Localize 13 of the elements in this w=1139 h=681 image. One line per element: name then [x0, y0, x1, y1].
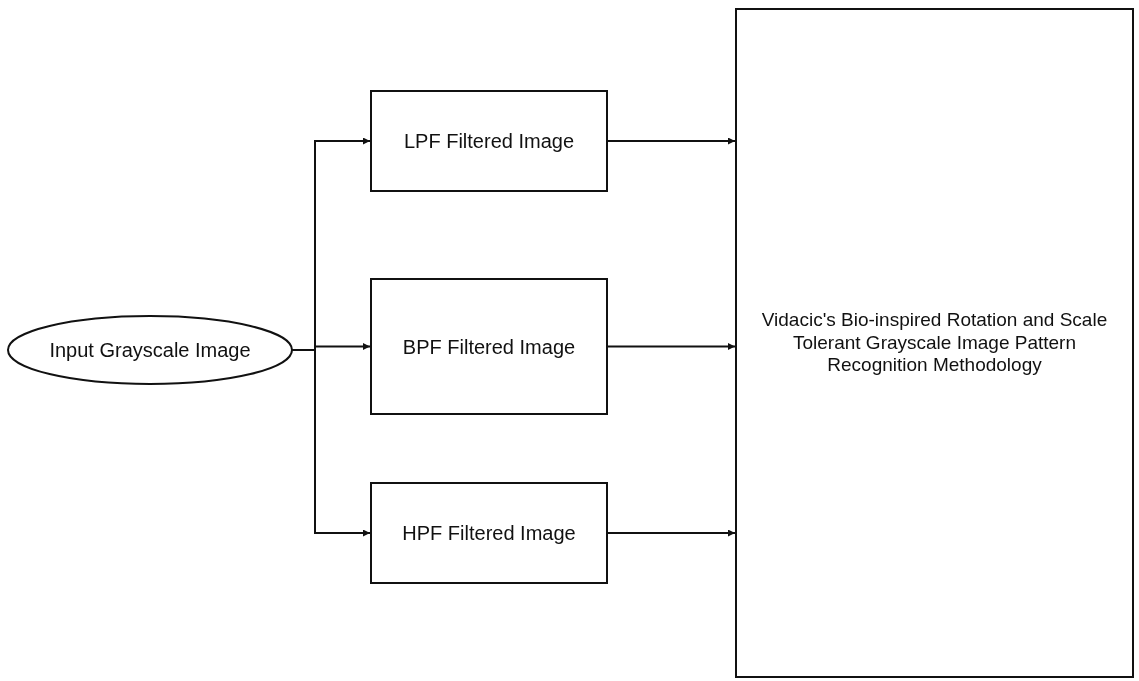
node-label: Vidacic's Bio-inspired Rotation and Scale Tolerant Grayscale Image Pattern Recognition Methodology	[760, 307, 1109, 378]
arrow	[291, 349, 371, 537]
arrow	[607, 529, 736, 537]
node-label: LPF Filtered Image	[402, 129, 576, 154]
process-box	[370, 90, 608, 192]
arrow	[607, 137, 736, 145]
process-box	[370, 278, 608, 415]
node-label: HPF Filtered Image	[401, 521, 577, 546]
process-box	[370, 482, 608, 584]
arrow	[607, 343, 736, 350]
node-label: Input Grayscale Image	[48, 338, 252, 363]
node-label: BPF Filtered Image	[401, 334, 577, 360]
methodology-box	[735, 8, 1134, 678]
